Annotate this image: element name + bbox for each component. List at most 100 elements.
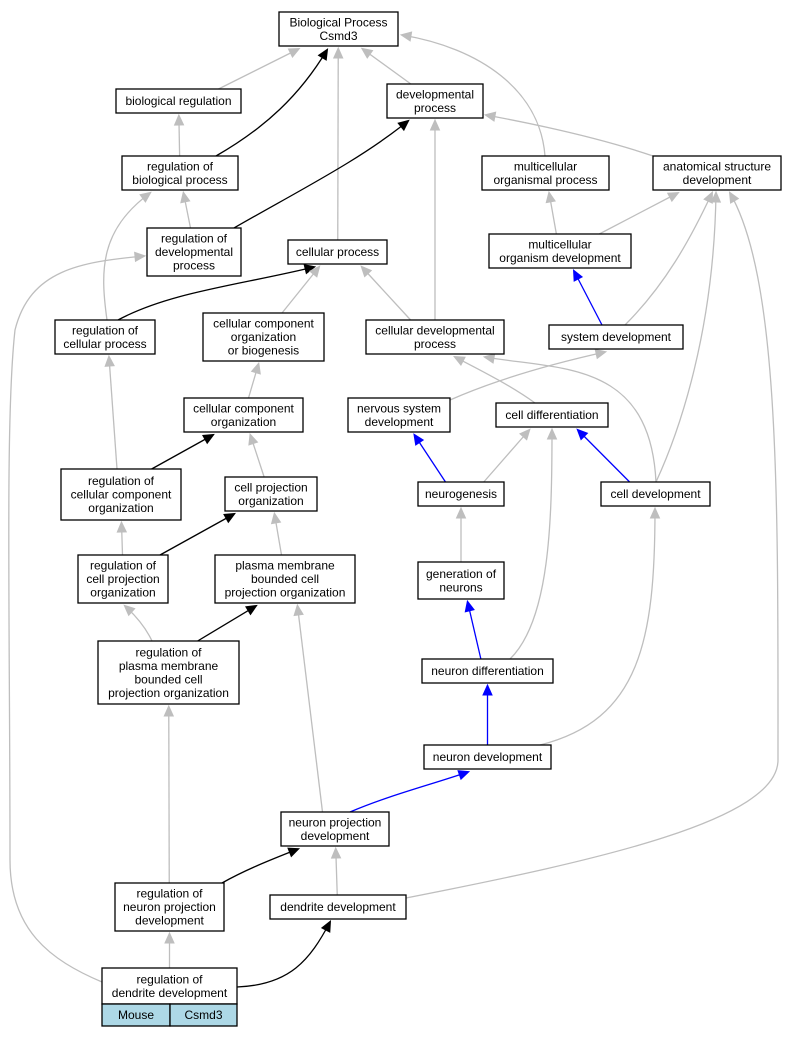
node-box	[54, 319, 156, 355]
edge-sys_dev-to-anat_dev	[624, 190, 713, 326]
node-label-line: anatomical structure	[663, 159, 771, 173]
node-sys-dev[interactable]: system development	[548, 324, 684, 350]
edge-line	[215, 49, 328, 157]
node-dendrite-dev[interactable]: dendrite development	[269, 894, 407, 920]
edge-reg_npd-to-reg_pmbcpo	[163, 704, 175, 884]
node-label-line: neuron projection	[123, 900, 216, 914]
node-label-line: regulation of	[90, 559, 157, 573]
edge-arrowhead	[453, 355, 466, 367]
node-box	[421, 658, 554, 684]
edge-arrowhead	[482, 683, 493, 696]
edge-reg_cpo-to-cpo	[159, 512, 236, 556]
node-label-line: cell projection	[234, 480, 307, 494]
edge-line	[401, 34, 546, 157]
edge-arrowhead	[519, 428, 531, 441]
edge-line	[454, 356, 536, 404]
node-box	[287, 239, 388, 265]
legend-gene-cell	[169, 1003, 238, 1027]
node-neuron-diff[interactable]: neuron differentiation	[421, 658, 554, 684]
edge-arrowhead	[250, 361, 261, 375]
node-neurogenesis[interactable]: neurogenesis	[417, 481, 505, 507]
edge-arrowhead	[303, 264, 317, 275]
edge-line	[168, 706, 170, 884]
edge-neurogenesis-to-cell_diff	[483, 428, 531, 483]
edge-reg_pmbcpo-to-reg_cpo	[123, 604, 153, 642]
node-label-line: neurons	[439, 580, 482, 594]
edge-arrowhead	[413, 433, 425, 446]
node-cell-proc[interactable]: cellular process	[287, 239, 388, 265]
edge-arrowhead	[455, 506, 467, 519]
node-label-line: cellular developmental	[375, 323, 494, 337]
edge-cell_development-to-cell_dev_proc	[482, 353, 657, 483]
edge-reg_cell_proc-to-reg_bio_proc	[103, 191, 152, 321]
edge-npd-to-pmbcpo	[293, 603, 324, 813]
edge-arrowhead	[332, 46, 344, 59]
edge-arrowhead	[287, 48, 301, 58]
node-box	[121, 155, 239, 191]
node-label-line: development	[365, 415, 434, 429]
edge-line	[218, 48, 299, 90]
node-label-line: organization	[211, 415, 276, 429]
edge-neuron_dev-to-neuron_diff	[482, 683, 493, 745]
node-label-line: cellular process	[296, 245, 379, 259]
node-cell-diff[interactable]: cell differentiation	[495, 402, 609, 428]
edge-line	[449, 351, 606, 401]
edge-line	[539, 508, 656, 746]
edge-arrowhead	[320, 920, 332, 933]
edge-line	[151, 434, 214, 470]
edge-reg_dendrite_dev-to-reg_npd	[164, 931, 175, 968]
node-box	[386, 83, 484, 119]
edge-arrowhead	[397, 119, 410, 132]
node-label-line: Csmd3	[319, 29, 357, 43]
node-label-line: regulation of	[136, 972, 203, 986]
edge-arrowhead	[483, 111, 497, 122]
edge-arrowhead	[482, 353, 496, 364]
node-label-line: multicellular	[514, 159, 577, 173]
node-box	[77, 554, 169, 604]
legend-species-label: Mouse	[118, 1008, 154, 1022]
edge-reg_npd-to-npd	[221, 847, 301, 884]
edge-pmbcpo-to-cpo	[270, 511, 283, 556]
edge-line	[577, 429, 631, 483]
edge-dendrite_dev-to-npd	[330, 846, 342, 896]
node-bio-reg[interactable]: biological regulation	[115, 88, 242, 114]
edge-line	[483, 429, 530, 483]
edge-arrowhead	[429, 118, 441, 131]
edge-neuron_diff-to-cell_diff	[509, 427, 558, 660]
node-box	[115, 88, 242, 114]
edge-line	[236, 921, 331, 988]
edge-npd-to-neuron_dev	[349, 770, 471, 813]
edge-arrowhead	[464, 599, 475, 613]
edge-cco-to-ccob	[247, 361, 261, 399]
node-neuron-dev[interactable]: neuron development	[423, 744, 552, 770]
edge-line	[598, 192, 679, 235]
node-box	[365, 319, 505, 355]
node-label-line: cellular component	[193, 401, 294, 415]
node-cell-development[interactable]: cell development	[600, 481, 711, 507]
edge-line	[233, 120, 409, 229]
node-box	[600, 481, 711, 507]
